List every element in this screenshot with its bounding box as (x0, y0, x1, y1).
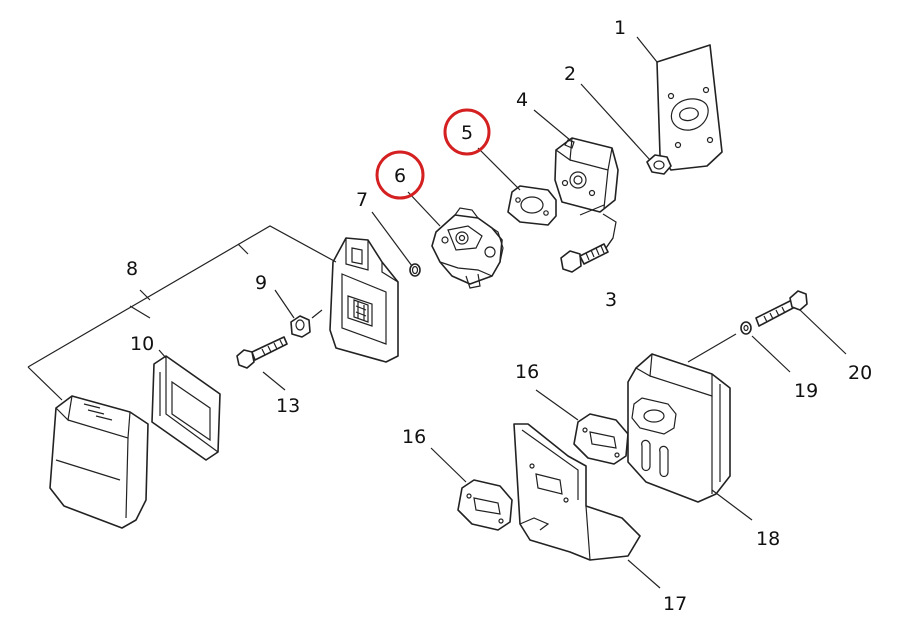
leader-10 (158, 349, 167, 359)
part-7-o-ring (409, 263, 421, 277)
callout-18: 18 (756, 528, 780, 550)
part-19-washer (740, 321, 752, 335)
callout-6: 6 (394, 165, 406, 187)
callout-4: 4 (516, 89, 528, 111)
leader-20 (799, 309, 847, 355)
callout-8: 8 (126, 258, 138, 280)
leader-4 (533, 109, 571, 141)
callout-16-upper: 16 (515, 361, 539, 383)
part-17-heat-shield (513, 423, 641, 561)
part-6-carburetor (431, 207, 504, 289)
part-3-bolt (560, 243, 609, 273)
leader-18b (687, 333, 737, 363)
highlight-circle-6 (375, 150, 425, 200)
leader-16b (430, 447, 467, 483)
callout-9: 9 (255, 272, 267, 294)
part-18-muffler (627, 353, 731, 503)
callout-7: 7 (356, 189, 368, 211)
leader-8-tick3 (311, 309, 323, 319)
leader-2 (580, 83, 651, 161)
leader-18 (711, 489, 753, 521)
callout-17: 17 (663, 593, 687, 615)
leader-5 (477, 147, 521, 191)
part-16-gasket-lower (457, 479, 513, 531)
callout-20: 20 (848, 362, 872, 384)
callout-2: 2 (564, 63, 576, 85)
part-16-gasket-upper (573, 413, 629, 465)
callouts: 1 2 4 5 6 7 3 8 9 10 13 16 16 17 18 19 2… (126, 17, 872, 615)
air-filter-base (329, 237, 399, 363)
part-9-nut (290, 315, 311, 338)
callout-19: 19 (794, 380, 818, 402)
leader-17 (627, 559, 661, 589)
leader-8-tick (139, 289, 151, 301)
part-5-gasket (507, 185, 557, 226)
part-20-bolt (755, 290, 808, 327)
highlight-circle-5 (443, 108, 491, 156)
callout-13: 13 (276, 395, 300, 417)
part-13-bolt (236, 336, 288, 369)
callout-10: 10 (130, 333, 154, 355)
leader-8-tick2 (237, 243, 249, 255)
highlight-circles (375, 108, 491, 200)
leader-8-bracket (27, 225, 337, 401)
leader-16a (535, 389, 579, 421)
callout-16-lower: 16 (402, 426, 426, 448)
part-8-air-filter-cover (49, 395, 149, 529)
leader-3b (579, 204, 614, 249)
leader-lines (27, 36, 847, 589)
leader-9 (274, 289, 295, 319)
callout-5: 5 (461, 122, 473, 144)
leader-7 (371, 211, 413, 267)
callout-3: 3 (605, 289, 617, 311)
part-4-spacer-block (554, 137, 619, 213)
part-2-nut (646, 154, 672, 175)
leader-6 (407, 191, 441, 227)
part-10-filter-element (151, 355, 221, 461)
leader-1 (636, 36, 658, 63)
callout-1: 1 (614, 17, 626, 39)
part-1-gasket (656, 44, 723, 171)
leader-19 (751, 335, 791, 373)
leader-13 (262, 371, 286, 391)
